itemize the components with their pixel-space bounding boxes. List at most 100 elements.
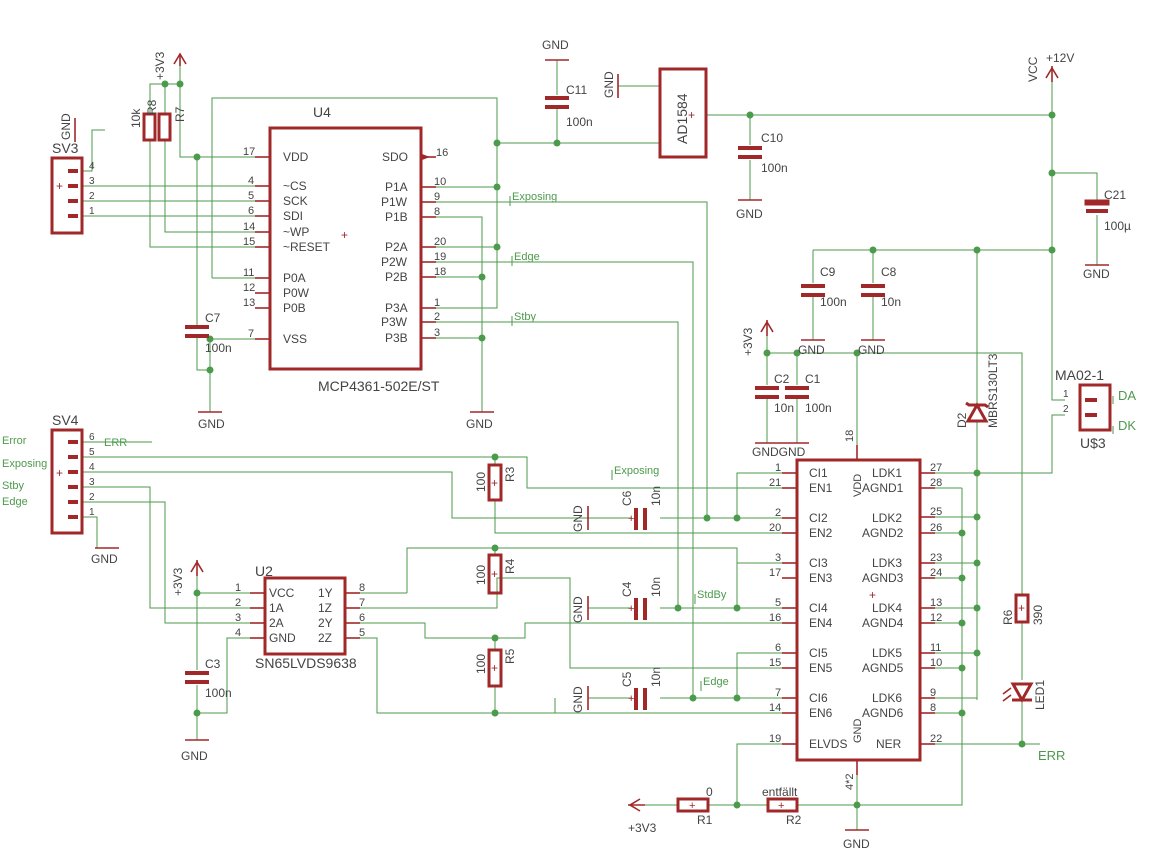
sv4-pin: 2 xyxy=(89,492,95,503)
u4-pin-num: 17 xyxy=(243,146,255,158)
u4-pin-num: 15 xyxy=(243,236,255,248)
r8-value: 10k xyxy=(129,108,143,128)
r5-ref: R5 xyxy=(503,648,517,664)
gnd-label-c8: GND xyxy=(858,343,885,357)
r5: + 100 R5 xyxy=(474,648,517,688)
drv-pin-name: CI5 xyxy=(809,646,828,660)
drv-pin-num: 17 xyxy=(769,567,781,579)
c10: C10 100n GND xyxy=(736,131,788,221)
c4: + C4 10n GND xyxy=(571,577,663,623)
u4-pin-num: 8 xyxy=(434,206,440,218)
svg-text:+: + xyxy=(628,603,634,615)
drv-pin-name: AGND1 xyxy=(862,481,904,495)
gnd-label-c4: GND xyxy=(571,596,585,623)
u4-pin-num: 2 xyxy=(434,311,440,323)
u4-value: MCP4361-502E/ST xyxy=(318,378,440,394)
net-edge-sv4: Edge xyxy=(2,496,28,508)
u4-right-pins: 16 SDO 10 P1A 9 P1W 8 P1B 20 P2A 19 P2W … xyxy=(381,147,448,345)
u2-pin-name: 1A xyxy=(269,601,284,615)
drv-pin-num: 21 xyxy=(769,477,781,489)
gnd-label-u4: GND xyxy=(466,417,493,431)
u4-pin-name: VDD xyxy=(283,150,309,164)
v33-supply-bottom: +3V3 xyxy=(628,798,657,835)
drv-pin-num: 11 xyxy=(930,642,941,654)
u4-pin-num: 3 xyxy=(434,327,440,339)
drv-pin-name: AGND4 xyxy=(862,616,904,630)
u4-pin-num: 5 xyxy=(248,190,254,202)
net-dk: DK xyxy=(1118,418,1136,433)
sv3-pin: 1 xyxy=(89,206,95,217)
c10-ref: C10 xyxy=(761,131,783,145)
ad1584-value: AD1584 xyxy=(674,93,690,144)
u2-pin-num: 3 xyxy=(235,612,241,624)
u4-pin-num: 16 xyxy=(436,147,448,159)
gndgnd-label: GNDGND xyxy=(752,445,806,459)
drv-pin-name: AGND2 xyxy=(862,526,904,540)
gnd-label-sv4: GND xyxy=(91,552,118,566)
u4-pin-name: VSS xyxy=(283,332,307,346)
u2-sn65lvds9638: U2 SN65LVDS9638 1 VCC 2 1A 3 2A 4 GND 8 … xyxy=(235,563,365,671)
net-err-sv4: ERR xyxy=(104,437,127,449)
c8-value: 10n xyxy=(881,295,901,309)
drv-right-pins: 27 LDK1 28 AGND1 25 LDK2 26 AGND2 23 LDK… xyxy=(862,462,942,751)
svg-text:+: + xyxy=(869,588,876,602)
drv-pin-num: 6 xyxy=(775,642,781,654)
d2-ref: D2 xyxy=(955,412,969,428)
v33-label-top: +3V3 xyxy=(153,51,167,80)
sv4-pin: 5 xyxy=(89,447,95,458)
drv-pin-num: 2 xyxy=(775,507,781,519)
net-exposing-top: Exposing xyxy=(512,191,557,203)
drv-pin-name: EN6 xyxy=(809,706,833,720)
svg-text:+: + xyxy=(341,228,348,242)
u4-pin-name: P1B xyxy=(385,210,408,224)
laser-driver-ic: + 18 VDD 4*2 GND 1 CI1 21 EN1 2 CI2 20 E… xyxy=(769,430,942,790)
drv-pin-num: 12 xyxy=(930,612,942,624)
u4-pin-num: 13 xyxy=(243,297,255,309)
u4-pin-name: P2B xyxy=(385,270,408,284)
v33-supply-u2: +3V3 xyxy=(171,560,204,596)
u2-pin-num: 1 xyxy=(235,582,241,594)
svg-text:+: + xyxy=(491,476,498,490)
sv4-pin: 1 xyxy=(89,507,95,518)
u4-pin-num: 9 xyxy=(434,191,440,203)
u2-pin-num: 7 xyxy=(359,597,365,609)
c9-value: 100n xyxy=(820,295,847,309)
gnd-label-c11: GND xyxy=(542,38,569,52)
u4-mcp4361: U4 MCP4361-502E/ST + 17 VDD 4 ~CS 5 SCK … xyxy=(243,104,448,394)
r4-value: 100 xyxy=(474,565,488,585)
c2: C2 10n xyxy=(755,372,794,415)
c6: + C6 10n GND xyxy=(571,486,663,532)
v33-label-bottom: +3V3 xyxy=(628,821,657,835)
svg-text:+: + xyxy=(491,567,498,581)
u4-pin-num: 1 xyxy=(434,297,440,309)
u4-left-pins: 17 VDD 4 ~CS 5 SCK 6 SDI 14 ~WP 15 ~RESE… xyxy=(243,146,331,346)
ad1584-reference: AD1584 + GND xyxy=(602,67,708,159)
drv-pin-name: NER xyxy=(876,737,902,751)
drv-pin-name: LDK4 xyxy=(872,601,902,615)
v12-supply: +12V VCC xyxy=(1026,51,1074,82)
net-exposing-sv4: Exposing xyxy=(2,458,47,470)
svg-text:+: + xyxy=(688,108,695,122)
sv4-pin: 6 xyxy=(89,432,95,443)
u4-pin-name: ~CS xyxy=(283,179,307,193)
ma02-connector: MA02-1 U$3 1 2 DA DK xyxy=(1055,367,1136,451)
c1: C1 100n xyxy=(785,372,832,415)
gnd-label-driver: GND xyxy=(843,837,870,851)
u4-pin-num: 11 xyxy=(243,267,254,279)
c9: C9 100n GND xyxy=(798,265,847,357)
c21-value: 100µ xyxy=(1104,219,1131,233)
r7-r8-pullups: 10k R8 R7 +3V3 xyxy=(129,51,187,142)
u4-pin-name: P3B xyxy=(385,331,408,345)
vcc-label: VCC xyxy=(1026,56,1040,82)
svg-text:+: + xyxy=(491,661,498,675)
drv-pin-num: 22 xyxy=(930,733,942,745)
u2-pin-name: GND xyxy=(269,631,296,645)
drv-pin-num: 23 xyxy=(930,552,942,564)
v33-supply-mid: +3V3 xyxy=(741,320,774,356)
c7: C7 100n GND xyxy=(185,311,232,431)
u2-pin-name: 2Z xyxy=(318,631,332,645)
sv3-connector: SV3 + 4 3 2 1 GND xyxy=(50,113,95,235)
u4-pin-num: 7 xyxy=(248,328,254,340)
drv-pin-num: 25 xyxy=(930,506,942,518)
u2-pin-name: 2Y xyxy=(318,616,333,630)
